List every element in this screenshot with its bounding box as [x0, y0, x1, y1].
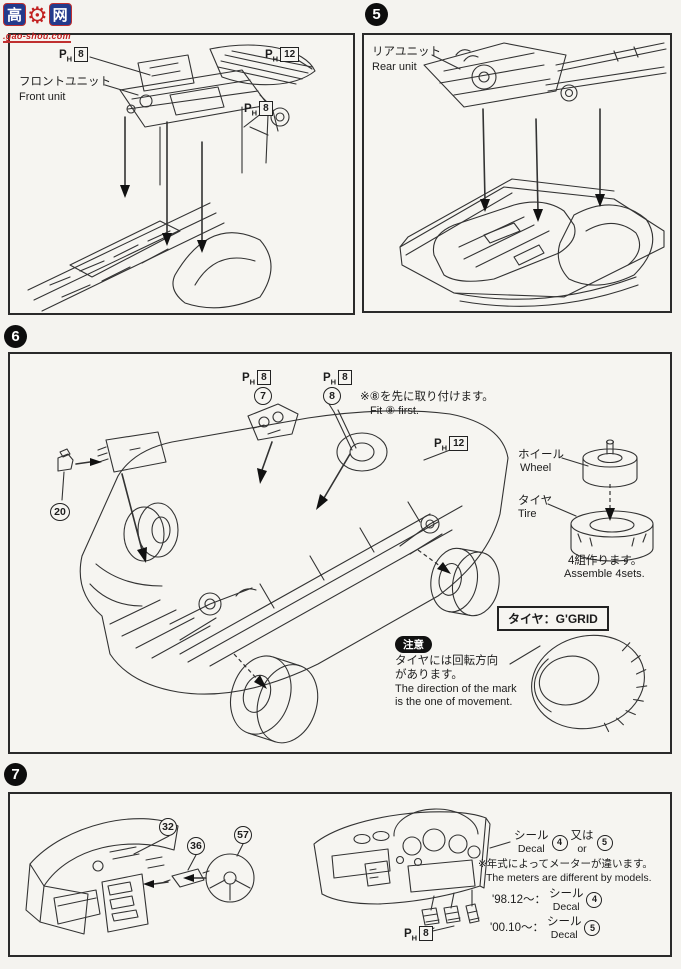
front-unit-label-jp: フロントユニット: [19, 76, 111, 88]
tire-closeup: [531, 634, 648, 733]
rear-unit-label-jp: リアユニット: [372, 46, 441, 58]
chassis-underside-drawing: [57, 403, 654, 744]
part-circle-7: 7: [254, 387, 272, 405]
screw-size: 12: [280, 47, 300, 62]
watermark-logo: 高 ⚙ 网 .gao-shou.com: [3, 3, 113, 44]
wheel-label-jp: ホイール: [518, 449, 564, 461]
screw-size: 8: [338, 370, 352, 385]
year-00-decal-en: Decal: [550, 929, 578, 942]
year-row-00: '00.10～： シール Decal 5: [490, 916, 678, 941]
tire-label-en: Tire: [518, 508, 537, 520]
year-00-decal-jp: シール: [546, 915, 582, 928]
wheel-label-en: Wheel: [520, 462, 552, 474]
decal-en: Decal: [517, 843, 545, 856]
insert-arrows: [120, 116, 207, 253]
year-note-en: The meters are different by models.: [486, 871, 652, 884]
step-number-5: 5: [365, 3, 388, 26]
year-00-decal: シール Decal: [547, 916, 582, 941]
caution-text-en-1: The direction of the mark: [395, 683, 517, 695]
assembly-arrows: [75, 441, 615, 689]
part-circle-20: 20: [50, 503, 70, 521]
attached-wheel-rear-right: [336, 432, 388, 472]
caution-badge: 注意: [395, 636, 432, 653]
chassis-illustration: [57, 403, 654, 744]
detached-wheel-bottom: [230, 655, 319, 744]
caution-text-jp-1: タイヤには回転方向: [395, 655, 499, 667]
part-circle-8: 8: [323, 387, 341, 405]
watermark-char-left: 高: [3, 3, 26, 26]
watermark-tiles: 高 ⚙ 网: [3, 3, 113, 26]
screw-size: 8: [419, 926, 433, 941]
detached-wheel-right: [430, 547, 500, 617]
year-98-decal-jp: シール: [548, 887, 584, 900]
front-unit-label-en: Front unit: [19, 91, 66, 103]
watermark-char-right: 网: [48, 3, 72, 26]
ph-p: P: [59, 49, 67, 61]
decal-number-4: 4: [551, 834, 568, 851]
dashboard-drawing: [25, 808, 511, 935]
tire-diagram: [570, 510, 654, 562]
watermark-url: .gao-shou.com: [3, 31, 71, 43]
year-00-decal-number: 5: [584, 920, 601, 937]
assemble-note-en: Assemble 4sets.: [564, 568, 645, 580]
gear-icon: ⚙: [27, 1, 48, 28]
ph-h: H: [66, 54, 73, 64]
insert-arrows: [480, 108, 605, 222]
part-circle-32: 32: [159, 818, 177, 836]
year-row-98: '98.12～： シール Decal 4: [492, 888, 678, 913]
tire-brand-box: タイヤ：G'GRID: [497, 606, 609, 631]
tire-label-jp: タイヤ: [518, 495, 553, 507]
fit-note-jp: ※⑧を先に取り付けます。: [360, 391, 494, 403]
fit-note-en: Fit ⑧ first.: [370, 405, 419, 417]
attached-wheel-front-left: [123, 502, 179, 562]
year-00-label: '00.10～：: [490, 922, 544, 935]
decal-jp: シール: [514, 830, 549, 842]
decal-word: シール Decal: [514, 830, 549, 855]
year-98-decal-en: Decal: [552, 900, 580, 913]
part-circle-36: 36: [187, 837, 205, 855]
rear-unit-drawing: [399, 42, 667, 307]
or-en: or: [577, 843, 587, 856]
panel-rear-unit: リアユニット Rear unit: [362, 33, 672, 313]
rear-unit-label-en: Rear unit: [372, 61, 417, 73]
year-98-label: '98.12～：: [492, 893, 546, 906]
or-jp: 又は: [570, 830, 594, 842]
year-note-jp: ※年式によってメーターが違います。: [478, 858, 653, 871]
caution-text-jp-2: があります。: [395, 669, 463, 681]
caution-text-en-2: is the one of movement.: [395, 696, 513, 708]
step-number-7: 7: [4, 763, 27, 786]
year-98-decal: シール Decal: [549, 888, 584, 913]
part-circle-57: 57: [234, 826, 252, 844]
rear-unit-illustration: [399, 42, 667, 307]
assemble-note-jp: 4組作ります。: [568, 555, 643, 567]
screw-size: 8: [74, 47, 88, 62]
screw-size: 8: [257, 370, 271, 385]
step-number-6: 6: [4, 325, 27, 348]
screw-size: 8: [259, 101, 273, 116]
wheel-diagram: [582, 439, 638, 488]
screw-size: 12: [449, 436, 469, 451]
year-98-decal-number: 4: [586, 892, 603, 909]
decal-choice-row: シール Decal 4 又は or 5: [514, 830, 678, 855]
or-word: 又は or: [571, 830, 594, 855]
decal-number-5: 5: [596, 834, 613, 851]
dashboard-illustration: [25, 808, 511, 935]
decal-note-block: シール Decal 4 又は or 5 ※年式によってメーターが違います。 Th…: [478, 830, 678, 944]
